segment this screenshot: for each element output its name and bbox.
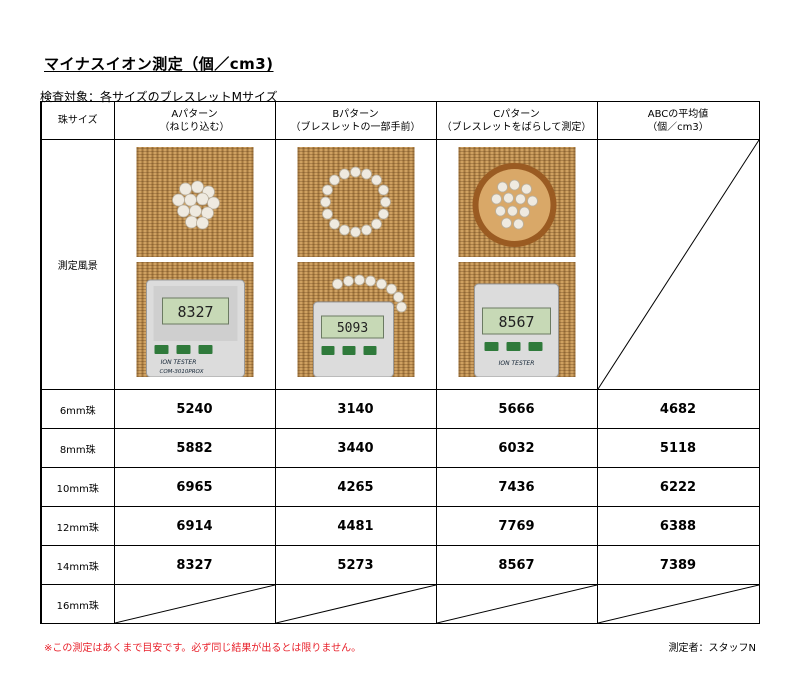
device-label-c: ION TESTER xyxy=(498,360,534,367)
value-average: 4682 xyxy=(596,389,760,429)
bracelet-ring-icon xyxy=(319,166,391,238)
value-b: 4481 xyxy=(274,506,437,546)
header-pattern-b-title: Bパターン xyxy=(332,108,379,120)
value-c: 7769 xyxy=(435,506,598,546)
header-pattern-b: Bパターン （ブレスレットの一部手前） xyxy=(274,101,437,140)
device-model-a: COM-3010PROX xyxy=(159,369,203,375)
value-c: 6032 xyxy=(435,428,598,468)
page-title: マイナスイオン測定（個／cm3) xyxy=(44,55,274,73)
value-a: 5882 xyxy=(113,428,276,468)
diagonal-slash xyxy=(598,585,759,623)
empty-cell-a xyxy=(113,584,276,624)
photo-b-ion-tester: 5093 xyxy=(297,262,414,377)
ion-tester-icon: 8567 ION TESTER xyxy=(473,283,559,377)
value-b: 4265 xyxy=(274,467,437,507)
photo-c-bowl xyxy=(458,147,575,257)
row-size-label: 14mm珠 xyxy=(40,545,115,585)
table-row: 6mm珠 5240 3140 5666 4682 xyxy=(40,389,760,429)
lcd-reading-b: 5093 xyxy=(336,321,367,336)
bead-bowl-icon xyxy=(472,163,556,247)
header-average-unit: （個／cm3） xyxy=(647,121,709,133)
device-label-a: ION TESTER xyxy=(160,359,196,366)
value-a: 6914 xyxy=(113,506,276,546)
value-a: 8327 xyxy=(113,545,276,585)
table-row: 10mm珠 6965 4265 7436 6222 xyxy=(40,467,760,507)
header-pattern-a-desc: （ねじり込む） xyxy=(159,121,230,133)
value-b: 3140 xyxy=(274,389,437,429)
photo-a-beads xyxy=(136,147,253,257)
bead-cluster-icon xyxy=(171,180,220,230)
empty-cell-c xyxy=(435,584,598,624)
table-row: 14mm珠 8327 5273 8567 7389 xyxy=(40,545,760,585)
value-a: 6965 xyxy=(113,467,276,507)
diagonal-slash xyxy=(437,585,597,623)
header-row: 珠サイズ Aパターン （ねじり込む） Bパターン （ブレスレットの一部手前） C… xyxy=(40,101,760,140)
header-pattern-a: Aパターン （ねじり込む） xyxy=(113,101,276,140)
photo-row: 測定風景 8327 xyxy=(40,139,760,390)
measurement-table: 珠サイズ Aパターン （ねじり込む） Bパターン （ブレスレットの一部手前） C… xyxy=(40,101,760,624)
photo-c-ion-tester: 8567 ION TESTER xyxy=(458,262,575,377)
value-average: 6222 xyxy=(596,467,760,507)
value-c: 7436 xyxy=(435,467,598,507)
measurer-credit: 測定者：スタッフN xyxy=(668,643,756,654)
table-row-empty: 16mm珠 xyxy=(40,584,760,624)
photo-a-ion-tester: 8327 ION TESTER COM-3010PROX xyxy=(136,262,253,377)
header-pattern-c-title: Cパターン xyxy=(493,108,540,120)
value-average: 7389 xyxy=(596,545,760,585)
header-size: 珠サイズ xyxy=(40,101,115,140)
value-c: 8567 xyxy=(435,545,598,585)
table-row: 8mm珠 5882 3440 6032 5118 xyxy=(40,428,760,468)
header-pattern-c: Cパターン （ブレスレットをばらして測定） xyxy=(435,101,598,140)
photo-row-label: 測定風景 xyxy=(40,139,115,390)
lcd-reading-a: 8327 xyxy=(177,303,213,321)
empty-cell-average xyxy=(596,584,760,624)
photo-cell-a: 8327 ION TESTER COM-3010PROX xyxy=(113,139,276,390)
ion-tester-icon: 8327 ION TESTER COM-3010PROX xyxy=(145,279,245,377)
diagonal-slash xyxy=(115,585,275,623)
empty-cell-b xyxy=(274,584,437,624)
row-size-label: 10mm珠 xyxy=(40,467,115,507)
row-size-label: 8mm珠 xyxy=(40,428,115,468)
row-size-label: 6mm珠 xyxy=(40,389,115,429)
value-b: 3440 xyxy=(274,428,437,468)
photo-cell-c: 8567 ION TESTER xyxy=(435,139,598,390)
value-c: 5666 xyxy=(435,389,598,429)
header-average-title: ABCの平均値 xyxy=(647,108,709,120)
test-subject: 検査対象：各サイズのブレスレットMサイズ xyxy=(40,90,278,104)
disclaimer-note: ※この測定はあくまで目安です。必ず同じ結果が出るとは限りません。 xyxy=(44,643,362,654)
row-size-label: 16mm珠 xyxy=(40,584,115,624)
value-a: 5240 xyxy=(113,389,276,429)
photo-cell-b: 5093 xyxy=(274,139,437,390)
lcd-reading-c: 8567 xyxy=(498,313,534,331)
ion-tester-icon: 5093 xyxy=(312,274,407,377)
value-b: 5273 xyxy=(274,545,437,585)
header-average: ABCの平均値 （個／cm3） xyxy=(596,101,760,140)
header-pattern-c-desc: （ブレスレットをばらして測定） xyxy=(441,121,592,133)
header-pattern-a-title: Aパターン xyxy=(171,108,218,120)
diagonal-slash xyxy=(598,140,759,389)
header-pattern-b-desc: （ブレスレットの一部手前） xyxy=(290,121,421,133)
table-row: 12mm珠 6914 4481 7769 6388 xyxy=(40,506,760,546)
value-average: 5118 xyxy=(596,428,760,468)
diagonal-slash xyxy=(276,585,436,623)
photo-b-bracelet xyxy=(297,147,414,257)
row-size-label: 12mm珠 xyxy=(40,506,115,546)
value-average: 6388 xyxy=(596,506,760,546)
photo-average-empty xyxy=(596,139,760,390)
